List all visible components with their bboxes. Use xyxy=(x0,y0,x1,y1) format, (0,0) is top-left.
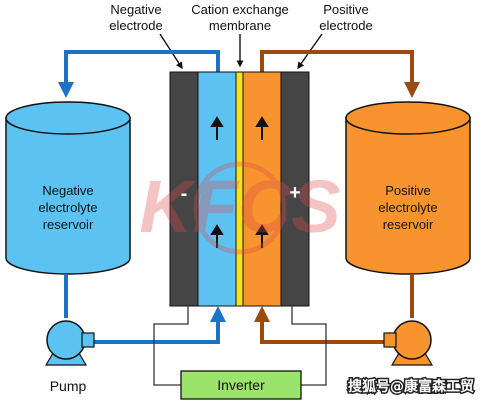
negative-wire xyxy=(153,306,189,386)
plus-sign: + xyxy=(289,182,301,204)
positive-electrode-label: Positive xyxy=(323,2,369,17)
negative-return-pipe xyxy=(58,50,220,98)
minus-sign: - xyxy=(181,183,188,205)
membrane-label: membrane xyxy=(209,18,271,33)
negative-reservoir-label: reservoir xyxy=(43,217,94,232)
inverter-label: Inverter xyxy=(217,377,265,393)
positive-supply-pipe xyxy=(254,306,394,344)
positive-half-cell xyxy=(242,71,282,307)
negative-reservoir-label: Negative xyxy=(42,183,93,198)
positive-flow-arrows xyxy=(255,116,269,248)
svg-text:KFCS: KFCS xyxy=(139,165,340,248)
inverter-box xyxy=(180,370,302,400)
negative-reservoir-label: electrolyte xyxy=(38,200,97,215)
negative-electrode-label: Negative xyxy=(110,2,161,17)
positive-reservoir-label: electrolyte xyxy=(378,200,437,215)
positive-pump xyxy=(383,320,434,366)
positive-return-pipe xyxy=(260,50,420,98)
positive-reservoir-label: reservoir xyxy=(383,217,434,232)
negative-pump xyxy=(44,320,95,366)
negative-electrode xyxy=(169,71,199,307)
pump-label: Pump xyxy=(50,378,87,394)
negative-supply-pipe xyxy=(84,306,226,344)
negative-flow-arrows xyxy=(210,116,224,248)
membrane-label: Cation exchange xyxy=(191,2,289,17)
positive-wire xyxy=(291,306,327,386)
positive-electrode-label: electrode xyxy=(319,18,372,33)
watermark-caption: 搜狐号@康富森工贸 xyxy=(348,378,474,395)
positive-electrolyte-reservoir xyxy=(345,101,471,275)
negative-electrolyte-reservoir xyxy=(5,101,131,275)
positive-reservoir-label: Positive xyxy=(385,183,431,198)
kfcs-watermark: KFCS xyxy=(139,161,341,255)
negative-electrode-label: electrode xyxy=(109,18,162,33)
positive-electrode xyxy=(280,71,310,307)
